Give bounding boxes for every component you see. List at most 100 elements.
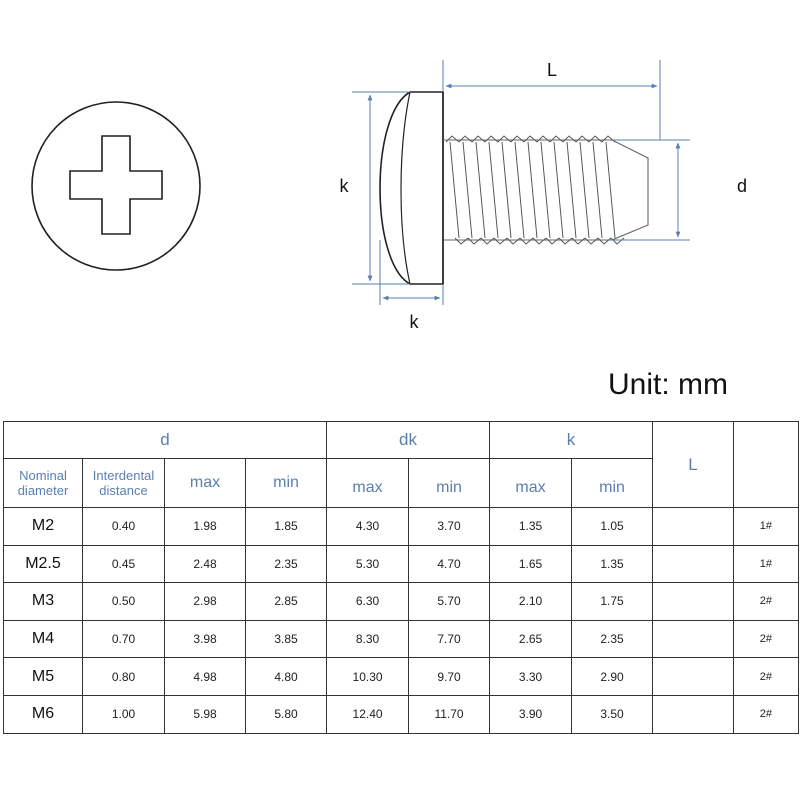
cell-L [652,507,735,546]
unit-label: Unit: mm [608,368,728,401]
cell-dk-min: 3.70 [408,507,491,546]
cell-nominal: M3 [3,582,83,621]
cell-dk-max: 5.30 [326,544,410,584]
cell-d-max: 4.98 [164,657,246,696]
cell-pack: 2# [733,694,800,734]
cell-dk-min: 11.70 [408,694,491,734]
cell-dk-min: 5.70 [408,582,491,621]
thread-crest [549,135,573,245]
phillips-cross-icon [69,135,163,235]
cell-dk-min: 9.70 [408,657,491,696]
cell-pack: 1# [733,507,800,546]
cell-k-max: 1.35 [489,507,573,546]
cell-pack: 2# [733,619,800,659]
thread-crest [510,135,534,245]
header-dk: dk [326,421,491,459]
cell-k-min: 3.50 [571,694,654,734]
thread-crest [445,135,469,245]
thread-line [592,141,603,239]
thread-crest [536,135,560,245]
cell-d-max: 2.48 [164,544,246,584]
header-k-max: max [489,458,573,508]
thread-line [514,141,525,239]
cell-k-min: 2.90 [571,657,654,696]
dimension-label-k-head-length: k [410,312,420,332]
header-d-max: max [164,458,246,508]
cell-pitch: 0.70 [82,619,165,659]
thread-crest [523,135,547,245]
table-group-header-row: d dk k L [2,421,800,508]
cell-pack: 1# [733,544,800,584]
thread-crest [458,135,482,245]
cell-nominal: M4 [3,619,83,659]
header-dk-min: min [408,458,491,508]
thread-line [462,141,473,239]
thread-crest [588,135,612,245]
cell-pitch: 1.00 [82,694,165,734]
cell-d-min: 2.85 [244,582,328,621]
cell-dk-min: 7.70 [408,619,491,659]
thread-line [501,141,512,239]
header-L: L [652,421,735,508]
cell-d-min: 5.80 [244,694,328,734]
cell-pitch: 0.45 [82,544,165,584]
cell-d-max: 5.98 [164,694,246,734]
cell-k-max: 3.30 [489,657,573,696]
cell-dk-max: 6.30 [326,582,410,621]
table-sub-header-row: Nominal diameter Interdental distance ma… [3,458,799,508]
thread-crest [484,135,508,245]
cell-d-min: 2.35 [244,544,328,584]
cell-pitch: 0.40 [82,507,165,546]
cell-k-min: 2.35 [571,619,654,659]
cell-d-max: 1.98 [164,507,246,546]
thread-crest [471,135,495,245]
header-d-min: min [244,458,328,508]
cell-dk-max: 12.40 [326,694,410,734]
thread-line [527,141,538,239]
screw-drawing: L k k d [31,60,747,332]
dimension-label-L: L [547,60,557,80]
cell-pitch: 0.50 [82,582,165,621]
cell-k-max: 3.90 [489,694,573,734]
cell-pack: 2# [733,582,800,621]
thread-line [566,141,577,239]
cell-k-min: 1.75 [571,582,654,621]
cell-nominal: M2 [3,507,83,546]
cell-k-max: 2.10 [489,582,573,621]
cell-pack: 2# [733,657,800,696]
header-k-min: min [571,458,654,508]
cell-dk-max: 4.30 [326,507,410,546]
cell-d-min: 4.80 [244,657,328,696]
screw-side-view [379,91,649,285]
header-nominal-diameter: Nominal diameter [3,458,83,508]
screw-head-top-view [31,101,201,271]
header-blank [733,421,800,508]
thread-line [475,141,486,239]
thread-crest [575,135,599,245]
cell-d-max: 3.98 [164,619,246,659]
thread-line [579,141,590,239]
cell-d-max: 2.98 [164,582,246,621]
cell-nominal: M5 [3,657,83,696]
header-k: k [489,421,654,459]
cell-dk-max: 10.30 [326,657,410,696]
thread-line [449,141,460,239]
dimension-label-d: d [737,176,747,196]
thread-crest [601,135,625,245]
cell-k-max: 2.65 [489,619,573,659]
cell-L [652,582,735,621]
cell-L [652,619,735,659]
thread-crest [497,135,521,245]
thread-line [553,141,564,239]
cell-nominal: M6 [3,694,83,734]
cell-k-min: 1.35 [571,544,654,584]
header-dk-max: max [326,458,410,508]
cell-L [652,694,735,734]
cell-k-max: 1.65 [489,544,573,584]
cell-d-min: 3.85 [244,619,328,659]
